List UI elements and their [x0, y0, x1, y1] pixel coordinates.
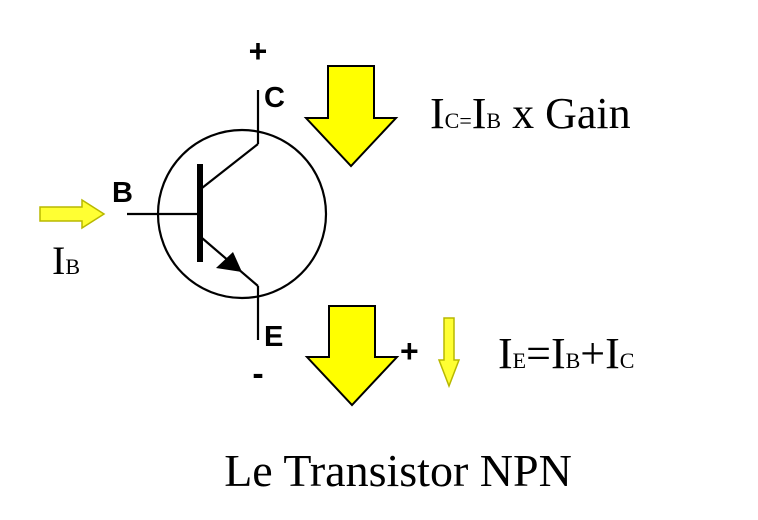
emitter-arrow-icon: [216, 252, 242, 272]
emitter-polarity: -: [252, 355, 263, 393]
collector-label: C: [264, 82, 285, 114]
transistor-symbol: [127, 90, 328, 340]
emitter-equation: IE=IB+IC: [498, 329, 634, 378]
emitter-label: E: [264, 321, 283, 353]
emitter-sum-plus: +: [400, 333, 419, 369]
collector-polarity: +: [249, 33, 268, 69]
small-down-arrow-icon: [437, 317, 461, 389]
collector-equation: IC=IB x Gain: [430, 89, 631, 138]
collector-diagonal: [201, 143, 259, 189]
base-current-arrow-icon: [39, 198, 106, 230]
base-label: B: [112, 177, 133, 209]
collector-current-arrow-icon: [303, 65, 399, 168]
base-current-label: IB: [52, 238, 80, 283]
emitter-current-arrow-icon: [304, 305, 400, 407]
diagram-caption: Le Transistor NPN: [224, 445, 572, 496]
